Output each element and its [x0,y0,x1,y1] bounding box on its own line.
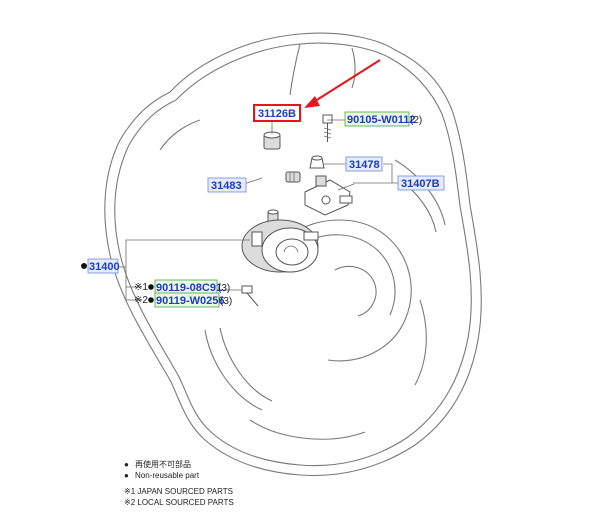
callout-90119-w0256[interactable]: ※2 90119-W0256 (3) [134,292,232,308]
legend-note-japan: ※1 JAPAN SOURCED PARTS [124,487,233,496]
callout-90119b-mark: ※2 [134,295,148,306]
legend-bullet-1: ● [124,460,129,469]
non-reusable-bullet-icon [81,263,87,269]
callout-31400-label[interactable]: 31400 [89,261,120,273]
part-bolt-90119-drawing [241,285,259,307]
callout-90105[interactable]: 90105-W0112 (2) [344,111,422,127]
callout-31126b-label[interactable]: 31126B [258,108,296,120]
leader-lines [118,119,398,301]
callout-31407b-label[interactable]: 31407B [401,178,440,190]
red-arrow-icon [304,59,381,108]
callout-31126b[interactable]: 31126B [253,104,301,122]
highlight-box [253,104,301,122]
callout-31478-label[interactable]: 31478 [349,159,380,171]
callout-90119-08c91[interactable]: ※1 90119-08C91 (3) [134,279,230,295]
callout-90119a-label[interactable]: 90119-08C91 [156,282,222,294]
legend-bullet-2: ● [124,471,129,480]
non-reusable-bullet-icon [148,284,154,290]
callout-31483[interactable]: 31483 [207,177,247,193]
callout-90105-qty: (2) [410,115,422,126]
callout-90119b-label[interactable]: 90119-W0256 [156,295,225,307]
callout-90119b-qty: (3) [220,296,232,307]
part-31483-hose-drawing [241,151,301,184]
callout-31483-label[interactable]: 31483 [211,180,242,192]
part-bolt-90105-drawing [322,114,333,142]
callout-31407b[interactable]: 31407B [397,175,445,191]
legend-note-local: ※2 LOCAL SOURCED PARTS [124,498,234,507]
legend: ● 再使用不可部品 ● Non-reusable part ※1 JAPAN S… [124,459,234,507]
part-31407b-drawing [304,175,353,216]
part-31126b-drawing [263,131,281,150]
non-reusable-bullet-icon [148,297,154,303]
legend-nonreusable-jp: 再使用不可部品 [135,459,191,469]
callout-90105-label[interactable]: 90105-W0112 [347,114,416,126]
callout-31400[interactable]: 31400 [81,258,120,274]
part-31400-drawing [241,209,319,273]
callout-90119a-mark: ※1 [134,282,148,293]
callout-90119a-qty: (3) [218,283,230,294]
legend-nonreusable-en: Non-reusable part [135,471,200,480]
part-31478-drawing [309,155,325,169]
callout-31478[interactable]: 31478 [345,156,383,172]
